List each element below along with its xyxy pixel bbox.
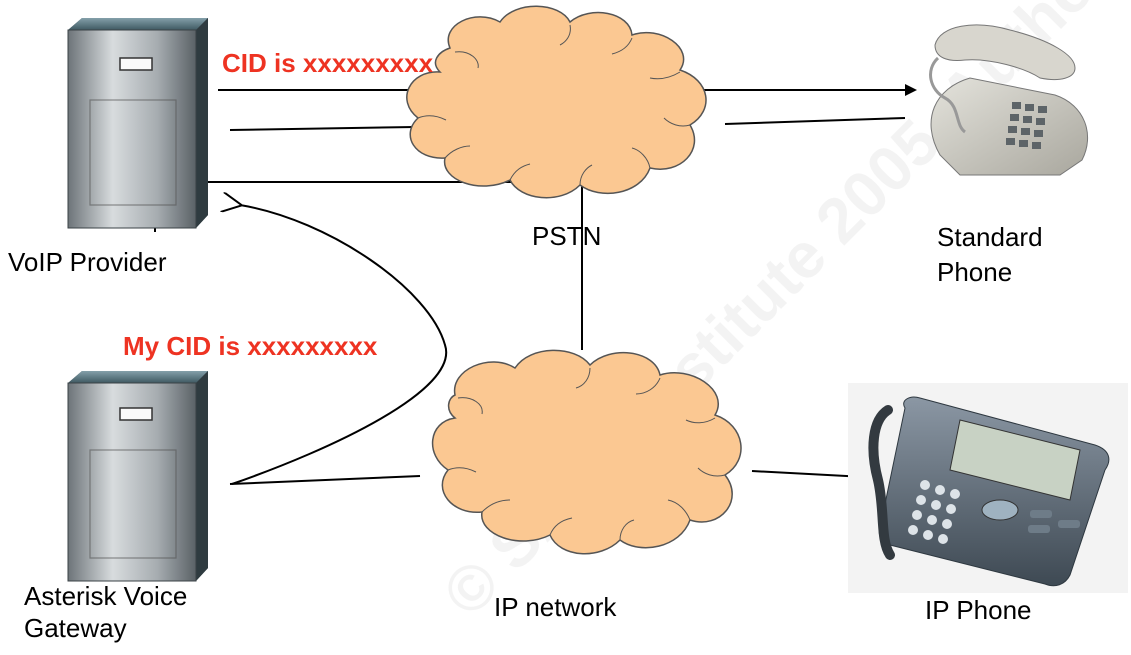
voip-provider-label: VoIP Provider	[8, 247, 167, 277]
standard-phone-label-line1: Standard	[937, 222, 1043, 252]
standard-phone-label-line2: Phone	[937, 257, 1013, 287]
ipnetwork-ipphone-line	[751, 470, 866, 478]
asterisk-gateway-label-line2: Gateway	[24, 613, 127, 643]
asterisk-gateway-server-icon	[67, 371, 208, 582]
asterisk-gateway-label-line1: Asterisk Voice	[24, 581, 188, 611]
gateway-cid-message-label: My CID is xxxxxxxxx	[123, 331, 378, 361]
voip-provider-server-icon	[67, 18, 208, 229]
ipnetwork-cloud-icon	[432, 349, 742, 555]
pstn-cloud-icon	[406, 5, 707, 199]
gateway-ipnetwork-line	[229, 475, 421, 485]
provider-ipnetwork-line	[154, 181, 583, 350]
ip-phone-icon	[848, 383, 1128, 593]
ip-phone-label: IP Phone	[925, 595, 1032, 625]
provider-pstn-line	[229, 126, 416, 131]
cid-message-label: CID is xxxxxxxxx	[222, 48, 434, 78]
ip-network-label: IP network	[494, 592, 617, 622]
pstn-label: PSTN	[532, 221, 602, 251]
gateway-provider-arrow	[232, 205, 448, 485]
pstn-phone-line	[724, 117, 906, 125]
standard-phone-icon	[929, 24, 1089, 176]
